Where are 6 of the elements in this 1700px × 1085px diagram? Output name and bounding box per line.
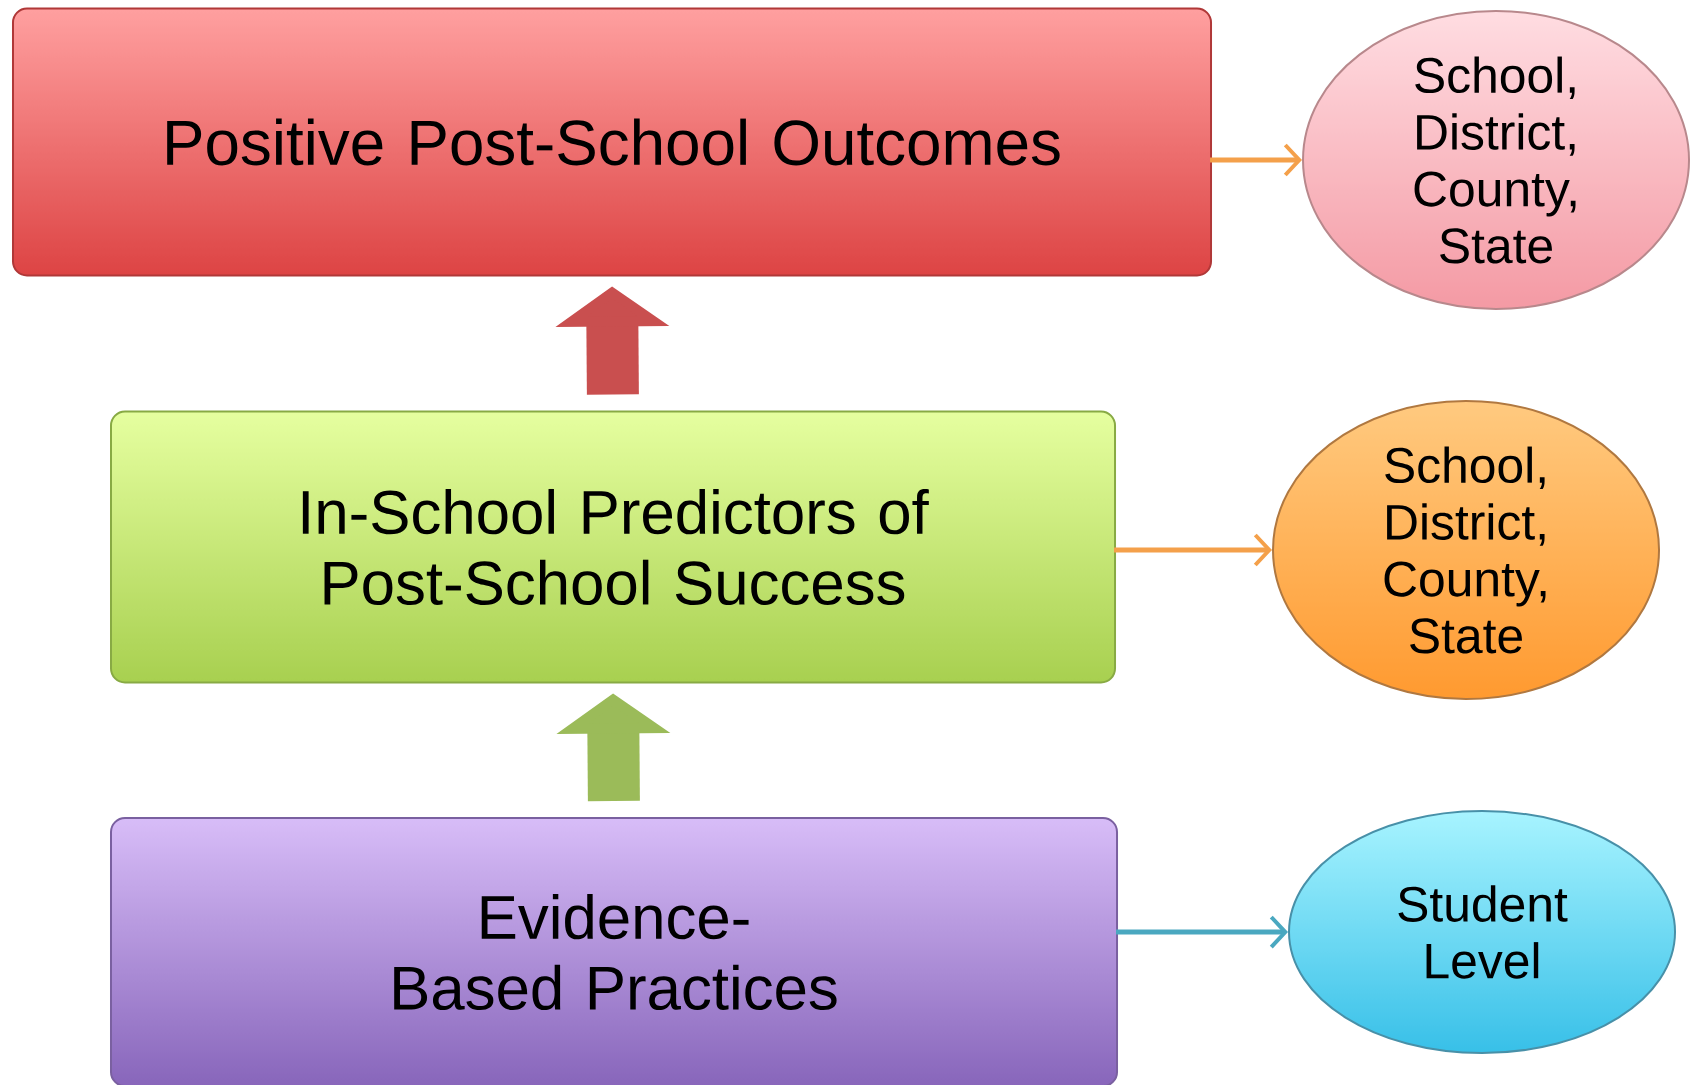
arrow — [1114, 533, 1272, 567]
process-box: In-School Predictors of Post-School Success — [110, 410, 1116, 684]
process-box: Evidence-Based Practices — [110, 817, 1118, 1085]
process-box: Positive Post-School Outcomes — [12, 7, 1212, 277]
arrow — [1210, 143, 1302, 177]
arrow — [1116, 915, 1288, 949]
